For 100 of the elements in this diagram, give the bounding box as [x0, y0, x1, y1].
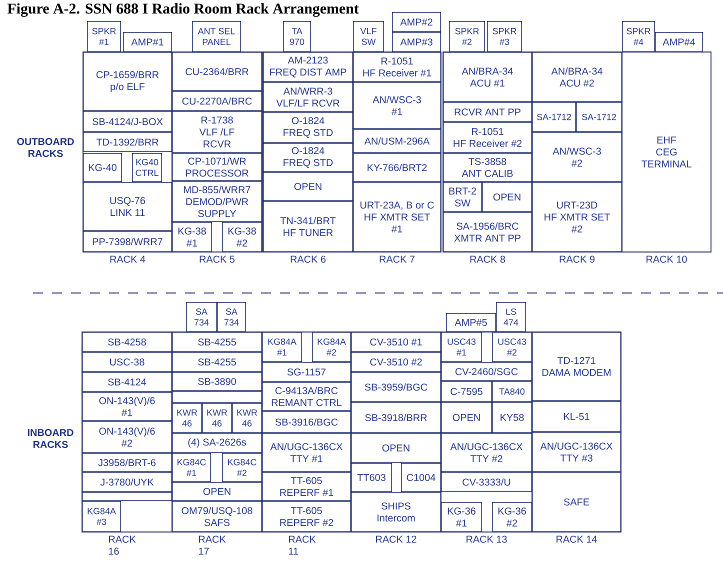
- equipment-box: TT-605 REPERF #1: [262, 472, 351, 501]
- node-label: RACK 8: [470, 256, 506, 263]
- equipment-box: C-9413A/BRC REMANT CTRL: [262, 382, 351, 411]
- node-label: RACK 10: [646, 256, 687, 263]
- equipment-box: KG-36 #2: [492, 502, 532, 532]
- equipment-box: AN/WSC-3 #1: [353, 82, 441, 129]
- equipment-box: USC-38: [82, 352, 172, 372]
- equipment-box: J3958/BRT-6: [82, 453, 172, 472]
- equipment-box: SA 734: [217, 302, 246, 332]
- equipment-box: SB-3890: [172, 372, 262, 391]
- equipment-box: AN/UGC-136CX TTY #1: [262, 433, 351, 472]
- equipment-box: CV-3510 #1: [351, 332, 441, 352]
- node-label: RACK 11: [288, 536, 316, 555]
- equipment-box: ON-143(V)/6 #1: [82, 392, 172, 421]
- equipment-box: KG-38 #1: [172, 222, 212, 252]
- equipment-box: BRT-2 SW: [443, 182, 482, 212]
- equipment-box: USC43 #1: [441, 332, 482, 362]
- equipment-box: AN/BRA-34 ACU #1: [443, 52, 532, 102]
- equipment-box: URT-23D HF XMTR SET #2: [532, 182, 622, 252]
- equipment-box: CP-1659/BRR p/o ELF: [83, 52, 172, 111]
- equipment-box: KWR 46: [202, 403, 232, 433]
- equipment-box: OPEN: [351, 433, 441, 463]
- equipment-box: CP-1071/WR PROCESSOR: [172, 153, 262, 181]
- equipment-box: SB-4124: [82, 372, 172, 392]
- section-label: INBOARD RACKS: [28, 429, 74, 448]
- node-label: RACK 4: [110, 256, 146, 263]
- node-label: RACK 12: [376, 536, 416, 543]
- equipment-box: AMP#5: [446, 313, 496, 332]
- equipment-box: SA-1712: [576, 102, 622, 132]
- equipment-box: KY-766/BRT2: [353, 153, 441, 182]
- equipment-box: TA840: [492, 381, 532, 402]
- equipment-box: KG84A #2: [312, 332, 351, 362]
- equipment-box: KG84A #3: [82, 501, 121, 532]
- equipment-box: AMP#1: [123, 32, 172, 52]
- equipment-box: SB-3918/BRR: [351, 402, 441, 433]
- equipment-box: SA-1712: [532, 102, 576, 132]
- equipment-box: OPEN: [263, 172, 353, 201]
- equipment-box: OM79/USQ-108 SAFS: [172, 501, 262, 532]
- node-label: RACK 17: [198, 536, 226, 555]
- node-label: RACK 13: [466, 536, 507, 543]
- equipment-box: TD-1271 DAMA MODEM: [532, 332, 621, 401]
- equipment-box: CU-2364/BRR: [172, 52, 262, 91]
- equipment-box: KG84A #1: [262, 332, 302, 362]
- equipment-box: VLF SW: [353, 21, 384, 52]
- equipment-box: SB-4124/J-BOX: [83, 111, 172, 132]
- equipment-box: SPKR #3: [487, 21, 522, 52]
- equipment-box: SA 734: [186, 302, 217, 332]
- equipment-box: J-3780/UYK: [82, 472, 172, 492]
- equipment-box: TN-341/BRT HF TUNER: [263, 201, 353, 252]
- equipment-box: TT603: [351, 463, 392, 492]
- node-label: RACK 7: [380, 256, 414, 263]
- equipment-box: SHIPS Intercom: [351, 492, 441, 532]
- equipment-box: RCVR ANT PP: [443, 102, 532, 122]
- equipment-box: KG-38 #2: [222, 222, 262, 252]
- equipment-box: AMP#3: [392, 32, 441, 52]
- equipment-box: TA 970: [283, 21, 311, 52]
- equipment-box: AMP#4: [655, 32, 703, 52]
- equipment-box: OPEN: [482, 182, 532, 212]
- equipment-box: USQ-76 LINK 11: [83, 182, 172, 231]
- empty-slot: [82, 492, 172, 501]
- equipment-box: MD-855/WRR7 DEMOD/PWR SUPPLY: [172, 181, 262, 222]
- equipment-box: KWR 46: [172, 403, 202, 433]
- equipment-box: AN/UGC-136CX TTY #2: [441, 433, 532, 472]
- equipment-box: SG-1157: [262, 362, 351, 382]
- node-label: RACK 9: [560, 256, 595, 263]
- node-label: RACK 6: [290, 256, 326, 263]
- equipment-box: R-1051 HF Receiver #2: [443, 122, 532, 153]
- equipment-box: SA-1956/BRC XMTR ANT PP: [443, 212, 532, 252]
- equipment-box: SAFE: [532, 472, 621, 532]
- empty-slot: [172, 391, 262, 403]
- equipment-box: OPEN: [172, 482, 262, 501]
- node-label: RACK 14: [556, 536, 597, 543]
- equipment-box: O-1824 FREQ STD: [263, 143, 353, 172]
- equipment-box: USC43 #2: [492, 332, 532, 362]
- rack: EHF CEG TERMINAL RACK 10: [622, 52, 712, 263]
- equipment-box: KWR 46: [232, 403, 262, 433]
- equipment-box: CV-3510 #2: [351, 352, 441, 372]
- equipment-box: C1004: [401, 463, 441, 492]
- equipment-box: KG84C #2: [222, 453, 262, 482]
- equipment-box: R-1051 HF Receiver #1: [353, 52, 441, 82]
- equipment-box: AN/BRA-34 ACU #2: [532, 52, 622, 102]
- equipment-box: SB-4258: [82, 332, 172, 352]
- equipment-box: ANT SEL PANEL: [192, 21, 241, 52]
- equipment-box: AN/WSC-3 #2: [532, 132, 622, 182]
- equipment-box: CV-3333/U: [441, 472, 532, 492]
- equipment-box: SPKR #2: [449, 21, 485, 52]
- equipment-box: (4) SA-2626s: [172, 433, 262, 453]
- equipment-box: SB-4255: [172, 332, 262, 352]
- equipment-box: KY58: [492, 402, 532, 433]
- equipment-box: KG-36 #1: [441, 502, 482, 532]
- equipment-box: PP-7398/WRR7: [83, 231, 172, 252]
- equipment-box: CV-2460/SGC: [441, 362, 532, 381]
- equipment-box: ON-143(V)/6 #2: [82, 421, 172, 453]
- section-label: OUTBOARD RACKS: [17, 138, 74, 157]
- equipment-box: AMP#2: [392, 12, 441, 32]
- equipment-box: CU-2270A/BRC: [172, 91, 262, 111]
- equipment-box: LS 474: [496, 302, 526, 332]
- equipment-box: OPEN: [441, 402, 492, 433]
- equipment-box: SPKR #4: [622, 21, 655, 52]
- equipment-box: AN/WRR-3 VLF/LF RCVR: [263, 82, 353, 112]
